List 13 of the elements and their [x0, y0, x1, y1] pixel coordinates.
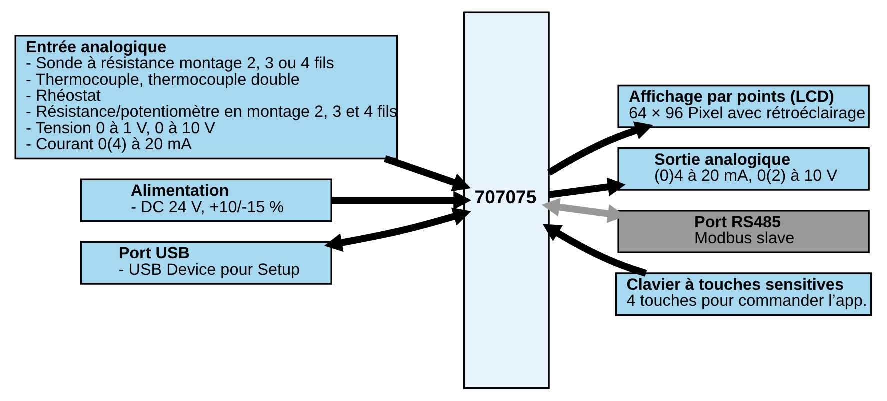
arrow	[332, 191, 472, 210]
node-box: Sortie analogique (0)4 à 20 mA, 0(2) à 10 V	[618, 147, 870, 191]
node-box: Entrée analogique - Sonde à résistance montage 2, 3 ou 4 fils - Thermocouple, thermocouple double - Rhéostat - Résistance/potentiomètre en montage 2, 3 et 4 fils - Tension 0 à 1 V, 0 à 10 V - Courant 0(4) à 20 mA	[14, 34, 398, 160]
node-box: Port USB - USB Device pour Setup	[80, 241, 332, 285]
node-box: Affichage par points (LCD) 64 × 96 Pixel avec rétroéclairage	[618, 84, 870, 128]
node-box: Alimentation - DC 24 V, +10/-15 %	[80, 178, 332, 222]
arrow	[324, 208, 472, 252]
arrow	[547, 122, 654, 176]
node-box: Clavier à touches sensitives 4 touches pour commander l’app.	[615, 272, 872, 316]
node-box: Port RS485 Modbus slave	[618, 210, 870, 254]
node-box: 707075	[464, 12, 550, 390]
arrow	[384, 156, 472, 192]
arrow	[548, 178, 626, 198]
